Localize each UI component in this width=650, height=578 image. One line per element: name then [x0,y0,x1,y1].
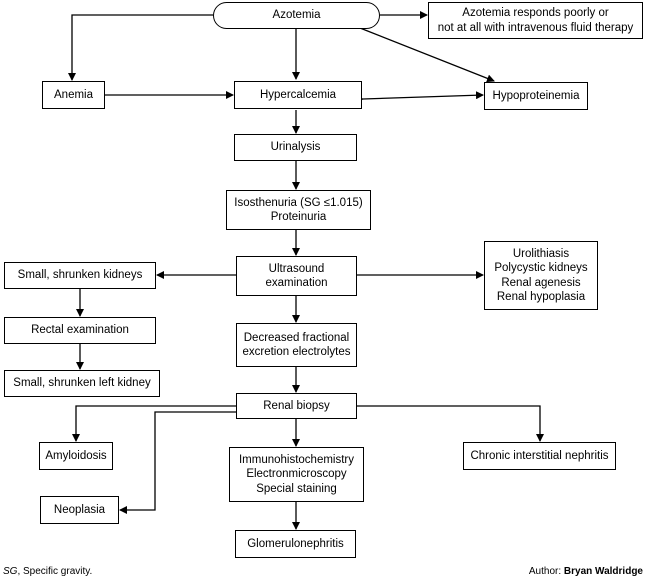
arrow-azotemia-to-anemia [68,14,213,81]
author-name: Bryan Waldridge [563,566,643,577]
node-chronic-interstitial-nephritis: Chronic interstitial nephritis [463,442,616,470]
node-structural-anomalies: Urolithiasis Polycystic kidneys Renal ag… [484,241,598,310]
footnote-abbreviation: SG [3,566,18,577]
node-azotemia: Azotemia [213,2,380,29]
node-fluid-response: Azotemia responds poorly or not at all w… [428,2,643,39]
node-small-kidneys: Small, shrunken kidneys [4,262,156,289]
node-ultrasound: Ultrasound examination [236,256,357,296]
arrow-biopsy-to-neoplasia [119,411,236,514]
footnote-text: , Specific gravity. [17,566,93,577]
node-rectal-examination: Rectal examination [4,317,156,344]
node-glomerulonephritis: Glomerulonephritis [235,530,356,558]
arrow-hypercalcemia-hypoproteinemia [355,91,484,104]
node-fractional-excretion: Decreased fractional excretion electroly… [236,323,357,367]
arrow-biopsy-to-interstitial [357,405,544,442]
node-neoplasia: Neoplasia [40,496,119,524]
node-amyloidosis: Amyloidosis [39,442,113,470]
arrow-azotemia-to-hypoproteinemia [359,27,495,83]
footnote: SG, Specific gravity. [3,566,92,577]
node-renal-biopsy: Renal biopsy [236,393,357,419]
author-credit: Author: Bryan Waldridge [529,566,643,577]
node-hypercalcemia: Hypercalcemia [234,81,362,109]
node-urinalysis: Urinalysis [234,134,357,161]
node-isosthenuria: Isosthenuria (SG ≤1.015) Proteinuria [226,190,371,230]
node-small-left-kidney: Small, shrunken left kidney [4,370,160,397]
node-anemia: Anemia [42,81,105,109]
node-special-staining: Immunohistochemistry Electronmicroscopy … [229,447,364,502]
node-hypoproteinemia: Hypoproteinemia [484,82,588,110]
arrow-biopsy-to-amyloidosis [72,405,236,442]
author-label: Author: [528,566,564,577]
